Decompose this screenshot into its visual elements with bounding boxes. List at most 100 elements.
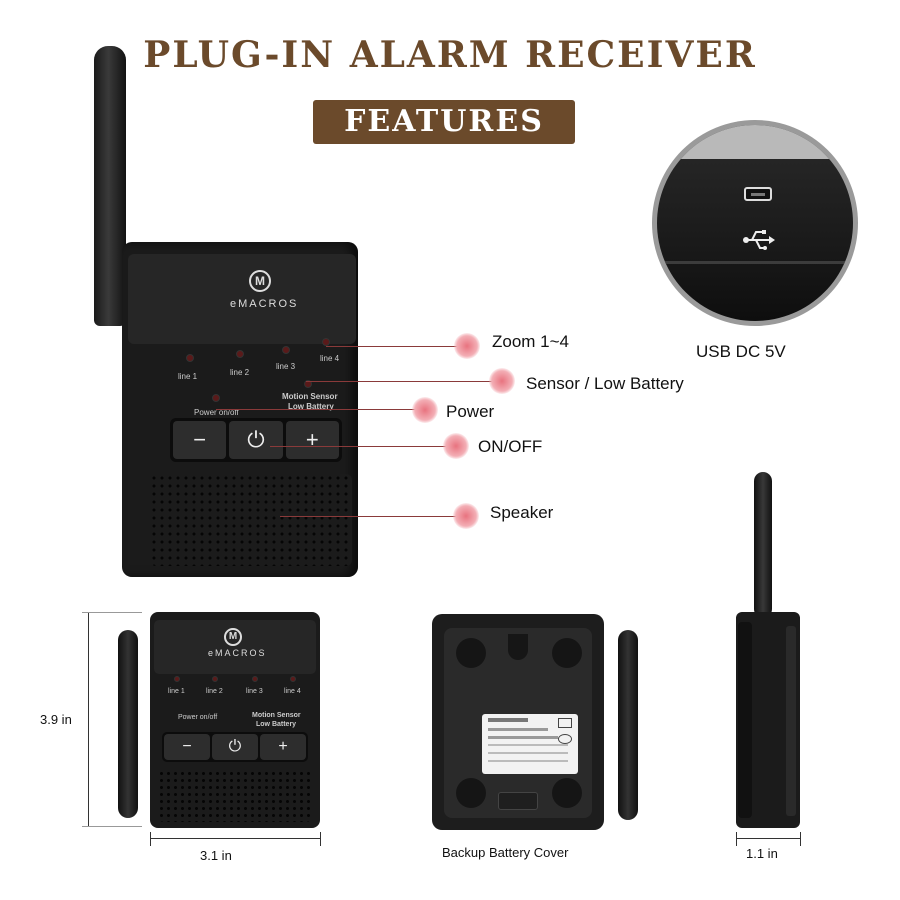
width-dimension-right-tick bbox=[320, 832, 321, 846]
back-foot-bottom-left bbox=[456, 778, 486, 808]
callout-line-sensor bbox=[306, 381, 502, 382]
usb-icon bbox=[741, 225, 775, 255]
callout-power: Power bbox=[446, 402, 495, 421]
sticker-line bbox=[488, 718, 528, 722]
sticker-line bbox=[488, 752, 568, 754]
speaker-grille bbox=[150, 474, 352, 566]
low-battery-label: Low Battery bbox=[288, 402, 334, 411]
usb-edge-line bbox=[657, 261, 853, 264]
front-led-1 bbox=[174, 676, 180, 682]
power-onoff-label: Power on/off bbox=[194, 408, 239, 417]
front-power-button[interactable]: ⏻ bbox=[212, 734, 258, 760]
front-led-label-1: line 1 bbox=[168, 688, 185, 695]
side-view-edge bbox=[738, 622, 752, 818]
callout-line-onoff bbox=[270, 446, 456, 447]
led-label-1: line 1 bbox=[178, 372, 198, 381]
front-led-label-4: line 4 bbox=[284, 688, 301, 695]
front-low-battery-label: Low Battery bbox=[256, 721, 297, 728]
callout-dot-sensor bbox=[489, 368, 515, 394]
callout-zoom: Zoom 1~4 bbox=[492, 332, 570, 351]
led-power bbox=[212, 394, 220, 402]
back-foot-bottom-right bbox=[552, 778, 582, 808]
micro-usb-port bbox=[744, 187, 772, 201]
side-view-device bbox=[736, 612, 800, 828]
wall-mount-slot bbox=[508, 634, 528, 660]
back-foot-top-right bbox=[552, 638, 582, 668]
battery-cover-latch bbox=[498, 792, 538, 810]
volume-up-button[interactable]: + bbox=[285, 421, 339, 459]
usb-detail-inner bbox=[657, 125, 853, 321]
height-dimension-label: 3.9 in bbox=[40, 712, 72, 727]
front-view-antenna bbox=[118, 630, 138, 818]
led-line-4 bbox=[322, 338, 330, 346]
antenna bbox=[94, 46, 126, 326]
device-top-panel bbox=[128, 254, 356, 344]
front-motion-label: Motion Sensor bbox=[252, 712, 301, 719]
power-button[interactable]: ⏻ bbox=[229, 421, 283, 459]
front-led-label-3: line 3 bbox=[246, 688, 263, 695]
front-view-device: M eMACROS line 1 line 2 line 3 line 4 Po… bbox=[150, 612, 320, 828]
side-view-antenna bbox=[754, 472, 772, 618]
led-label-2: line 2 bbox=[230, 368, 250, 377]
led-motion bbox=[304, 380, 312, 388]
callout-sensor-low-battery: Sensor / Low Battery bbox=[526, 374, 684, 393]
front-plus-button[interactable]: + bbox=[260, 734, 306, 760]
usb-edge-top bbox=[657, 125, 853, 159]
height-dimension-top-tick bbox=[82, 612, 142, 613]
front-led-2 bbox=[212, 676, 218, 682]
front-minus-button[interactable]: − bbox=[164, 734, 210, 760]
height-dimension-line bbox=[88, 612, 89, 826]
button-bar: − ⏻ + bbox=[170, 418, 342, 462]
led-line-1 bbox=[186, 354, 194, 362]
back-view-antenna bbox=[618, 630, 638, 820]
brand-name: eMACROS bbox=[230, 298, 299, 310]
width-dimension-label: 3.1 in bbox=[200, 848, 232, 863]
led-label-4: line 4 bbox=[320, 354, 340, 363]
sticker-line bbox=[488, 744, 568, 746]
depth-dimension-line bbox=[736, 838, 800, 839]
depth-dimension-left-tick bbox=[736, 832, 737, 846]
front-led-label-2: line 2 bbox=[206, 688, 223, 695]
callout-line-power bbox=[216, 409, 426, 410]
callout-speaker: Speaker bbox=[490, 503, 554, 522]
depth-dimension-right-tick bbox=[800, 832, 801, 846]
front-view-logo-icon: M bbox=[224, 628, 242, 646]
callout-dot-power bbox=[412, 397, 438, 423]
callout-dot-onoff bbox=[443, 433, 469, 459]
sticker-line bbox=[488, 760, 568, 762]
battery-cover-caption: Backup Battery Cover bbox=[442, 845, 569, 860]
led-label-3: line 3 bbox=[276, 362, 296, 371]
side-view-face bbox=[786, 626, 796, 816]
callout-line-speaker bbox=[280, 516, 466, 517]
led-line-3 bbox=[282, 346, 290, 354]
certification-mark-icon bbox=[558, 734, 572, 744]
front-button-bar: − ⏻ + bbox=[162, 732, 308, 762]
volume-down-button[interactable]: − bbox=[173, 421, 227, 459]
front-led-3 bbox=[252, 676, 258, 682]
back-view-panel bbox=[444, 628, 592, 818]
width-dimension-left-tick bbox=[150, 832, 151, 846]
back-view-device bbox=[432, 614, 604, 830]
front-power-label: Power on/off bbox=[178, 714, 218, 721]
callout-onoff: ON/OFF bbox=[478, 437, 543, 456]
usb-label: USB DC 5V bbox=[696, 342, 786, 361]
features-badge: FEATURES bbox=[313, 100, 575, 144]
certification-mark-icon bbox=[558, 718, 572, 728]
motion-sensor-label: Motion Sensor bbox=[282, 392, 338, 401]
page-title: PLUG-IN ALARM RECEIVER bbox=[143, 34, 757, 76]
front-view-brand: eMACROS bbox=[208, 648, 267, 658]
depth-dimension-label: 1.1 in bbox=[746, 846, 778, 861]
callout-dot-speaker bbox=[453, 503, 479, 529]
callout-line-zoom bbox=[326, 346, 466, 347]
back-foot-top-left bbox=[456, 638, 486, 668]
sticker-line bbox=[488, 728, 548, 731]
sticker-line bbox=[488, 736, 558, 739]
led-line-2 bbox=[236, 350, 244, 358]
brand-logo-icon: M bbox=[249, 270, 271, 292]
width-dimension-line bbox=[150, 838, 320, 839]
height-dimension-bottom-tick bbox=[82, 826, 142, 827]
usb-detail-image bbox=[652, 120, 858, 326]
product-label-sticker bbox=[482, 714, 578, 774]
front-led-4 bbox=[290, 676, 296, 682]
callout-dot-zoom bbox=[454, 333, 480, 359]
